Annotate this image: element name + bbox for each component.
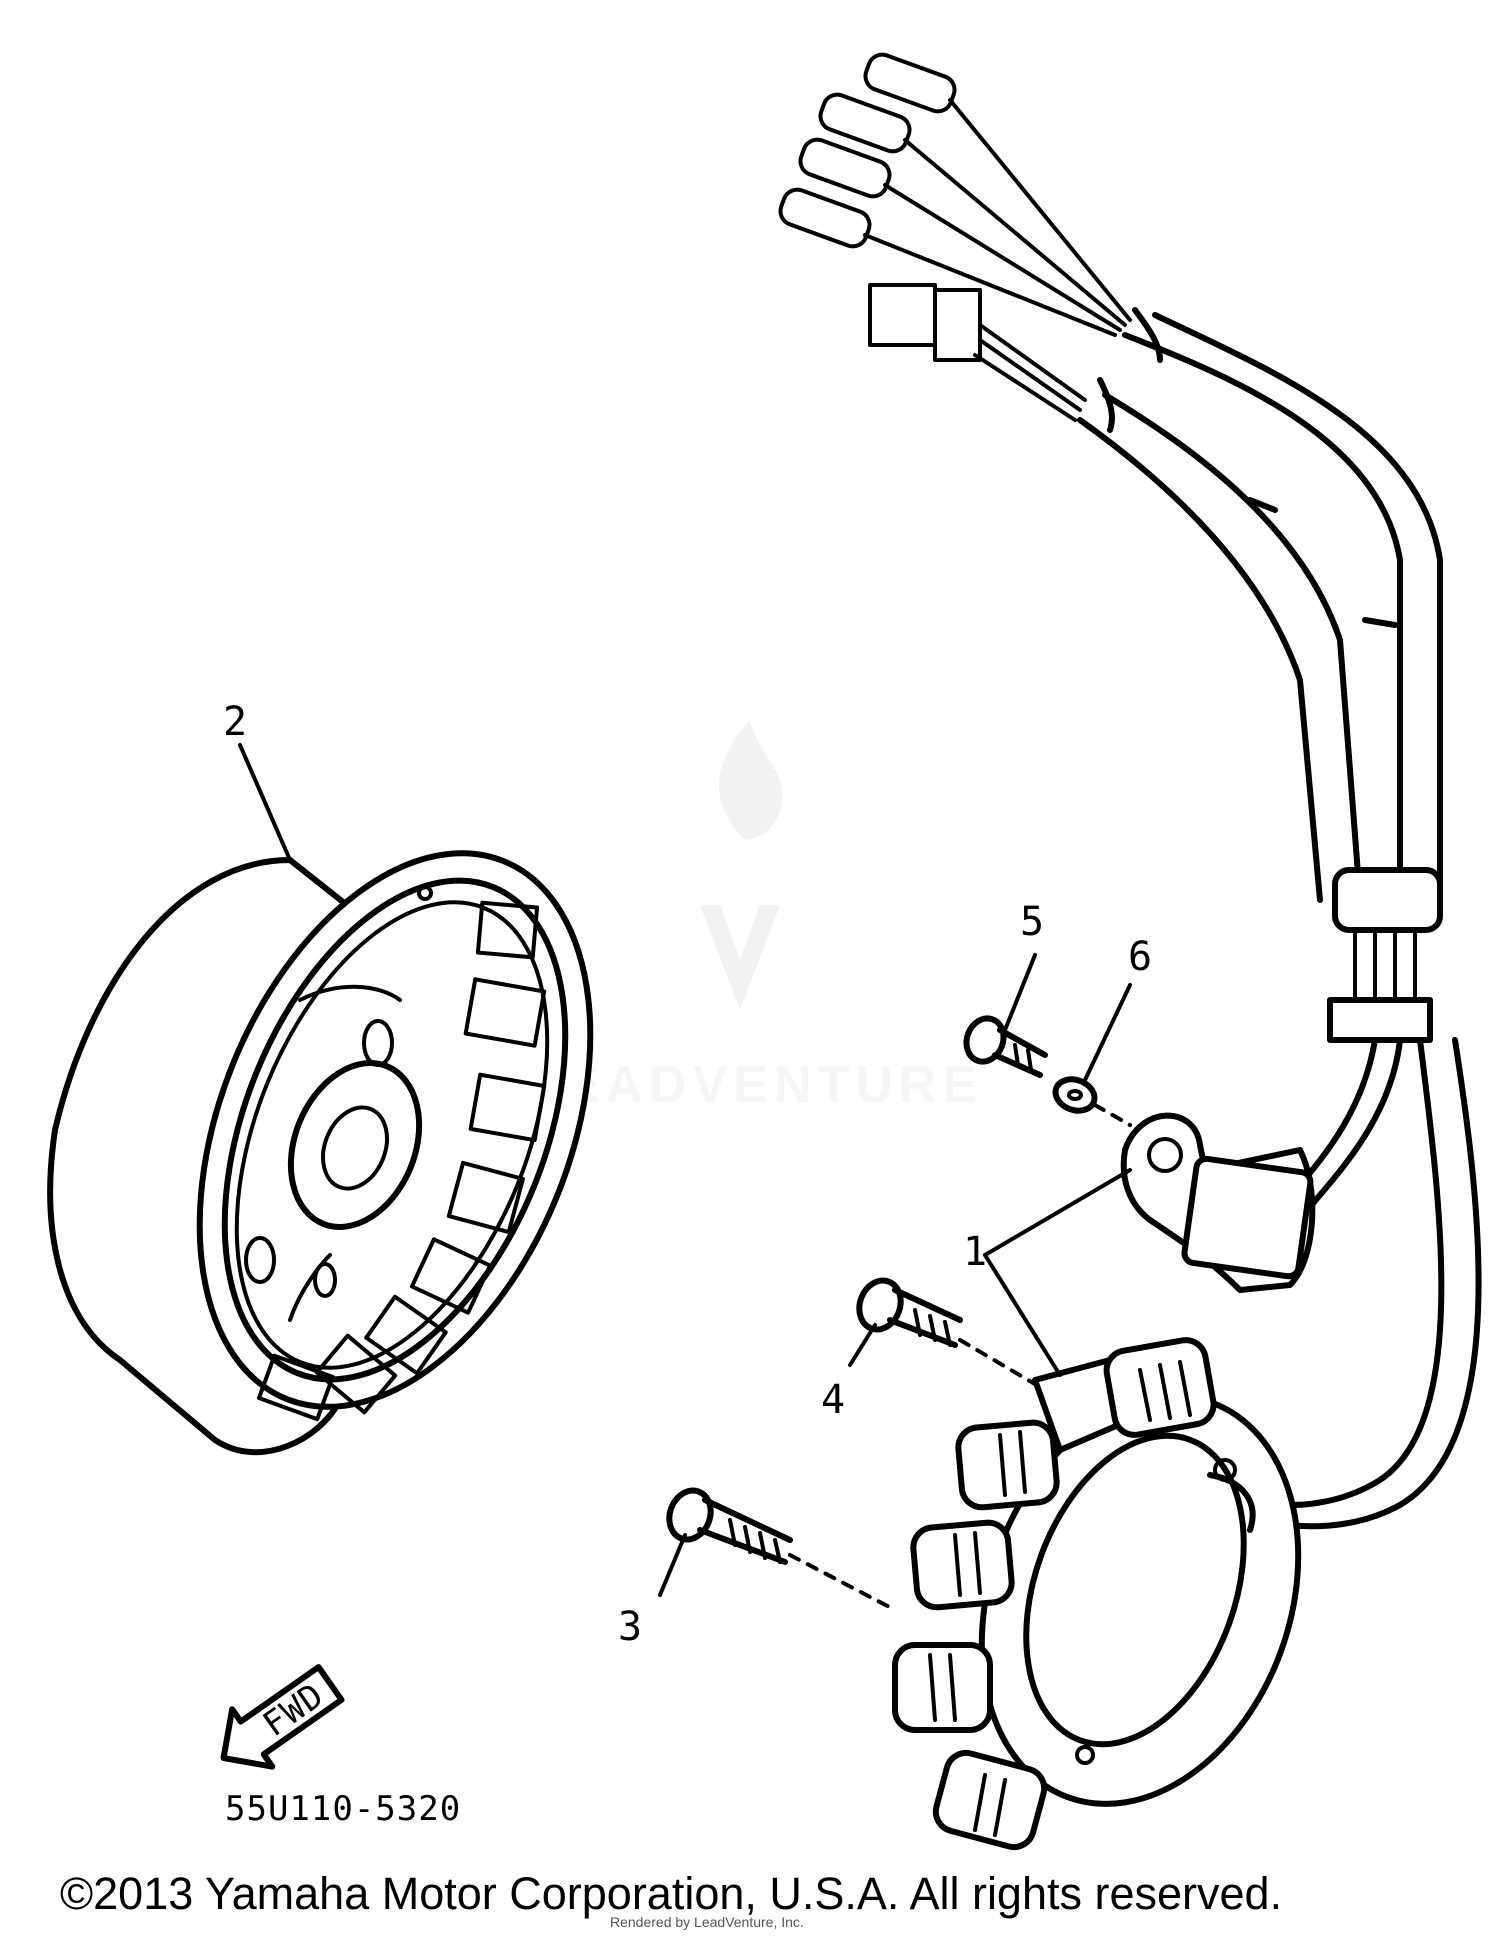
callout-4: 4 <box>821 1377 845 1423</box>
copyright-notice: ©2013 Yamaha Motor Corporation, U.S.A. A… <box>60 1868 1283 1919</box>
callout-2: 2 <box>223 699 247 745</box>
watermark-text: LEADVENTURE <box>527 1056 983 1114</box>
screw-4 <box>856 1277 1047 1392</box>
stator-assembly <box>778 52 1482 1851</box>
callout-1: 1 <box>963 1229 987 1275</box>
callout-5: 5 <box>1020 899 1044 945</box>
fwd-arrow: FWD <box>220 1664 345 1770</box>
callout-6: 6 <box>1128 934 1152 980</box>
leadventure-watermark: LEADVENTURE <box>527 720 983 1114</box>
rendered-by-notice: Rendered by LeadVenture, Inc. <box>610 1914 804 1930</box>
bullet-connectors <box>778 52 1132 337</box>
pickup-coil <box>1120 1112 1316 1293</box>
reference-code: 55U110-5320 <box>225 1789 461 1829</box>
leader-lines <box>238 743 1132 1597</box>
callout-3: 3 <box>618 1604 642 1650</box>
rotor-flywheel <box>47 850 594 1456</box>
stator-coils <box>892 1337 1217 1851</box>
stator-windings <box>928 1360 1192 1837</box>
screw-3 <box>666 1487 897 1612</box>
coupler-connector <box>868 283 1087 422</box>
washer-6 <box>1052 1076 1132 1127</box>
screw-5 <box>963 1015 1048 1078</box>
rotor-magnets <box>257 900 547 1422</box>
